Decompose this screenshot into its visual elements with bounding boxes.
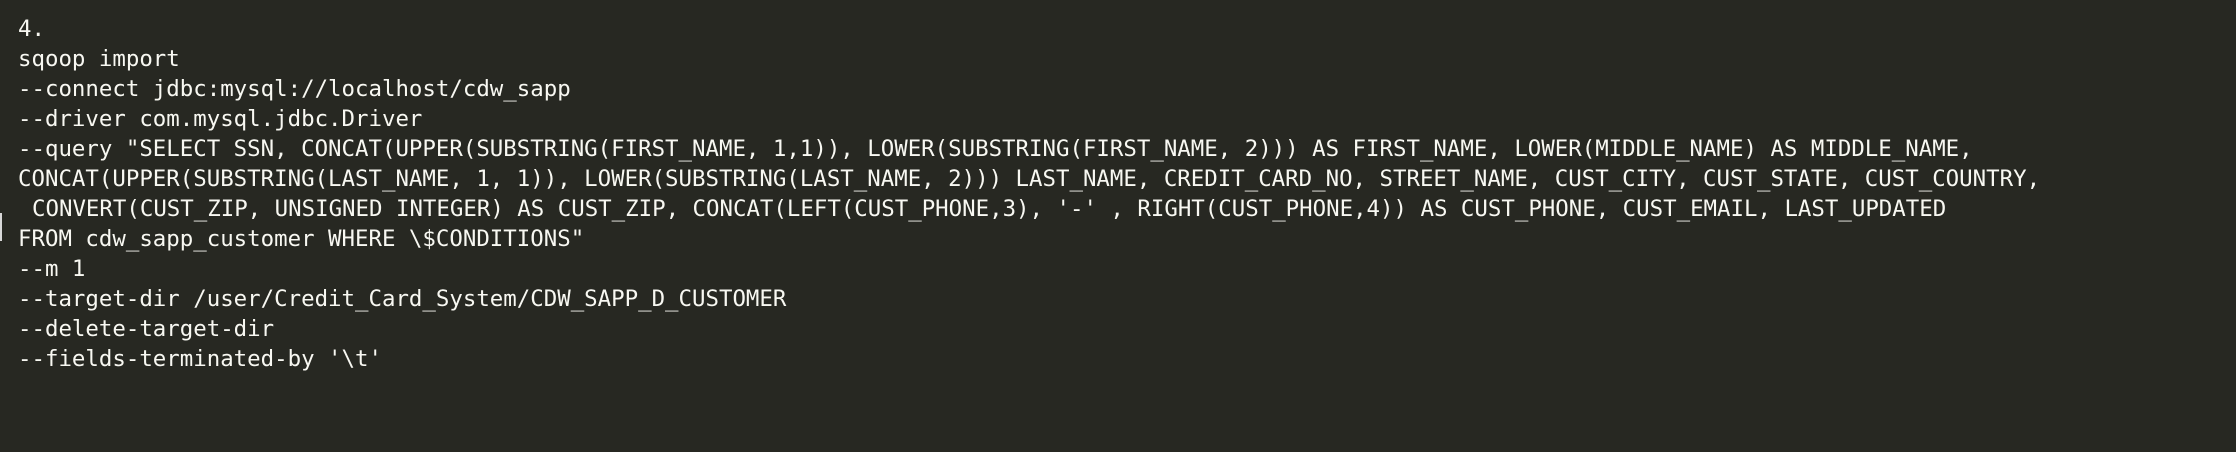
code-line-7-text: CONVERT(CUST_ZIP, UNSIGNED INTEGER) AS C… bbox=[32, 196, 1947, 222]
code-line-9: --m 1 bbox=[18, 256, 86, 282]
code-line-12: --fields-terminated-by '\t' bbox=[18, 346, 382, 372]
code-editor[interactable]: 4. sqoop import --connect jdbc:mysql://l… bbox=[18, 14, 2236, 452]
text-cursor bbox=[0, 213, 2, 241]
code-line-11: --delete-target-dir bbox=[18, 316, 275, 342]
code-line-4: --driver com.mysql.jdbc.Driver bbox=[18, 106, 423, 132]
code-line-10: --target-dir /user/Credit_Card_System/CD… bbox=[18, 286, 787, 312]
code-line-1: 4. bbox=[18, 16, 45, 42]
code-line-6: CONCAT(UPPER(SUBSTRING(LAST_NAME, 1, 1))… bbox=[18, 166, 2041, 192]
code-line-8: FROM cdw_sapp_customer WHERE \$CONDITION… bbox=[18, 226, 585, 252]
code-line-5: --query "SELECT SSN, CONCAT(UPPER(SUBSTR… bbox=[18, 136, 1973, 162]
code-line-3: --connect jdbc:mysql://localhost/cdw_sap… bbox=[18, 76, 571, 102]
code-line-2: sqoop import bbox=[18, 46, 180, 72]
code-line-7: CONVERT(CUST_ZIP, UNSIGNED INTEGER) AS C… bbox=[18, 194, 2236, 224]
